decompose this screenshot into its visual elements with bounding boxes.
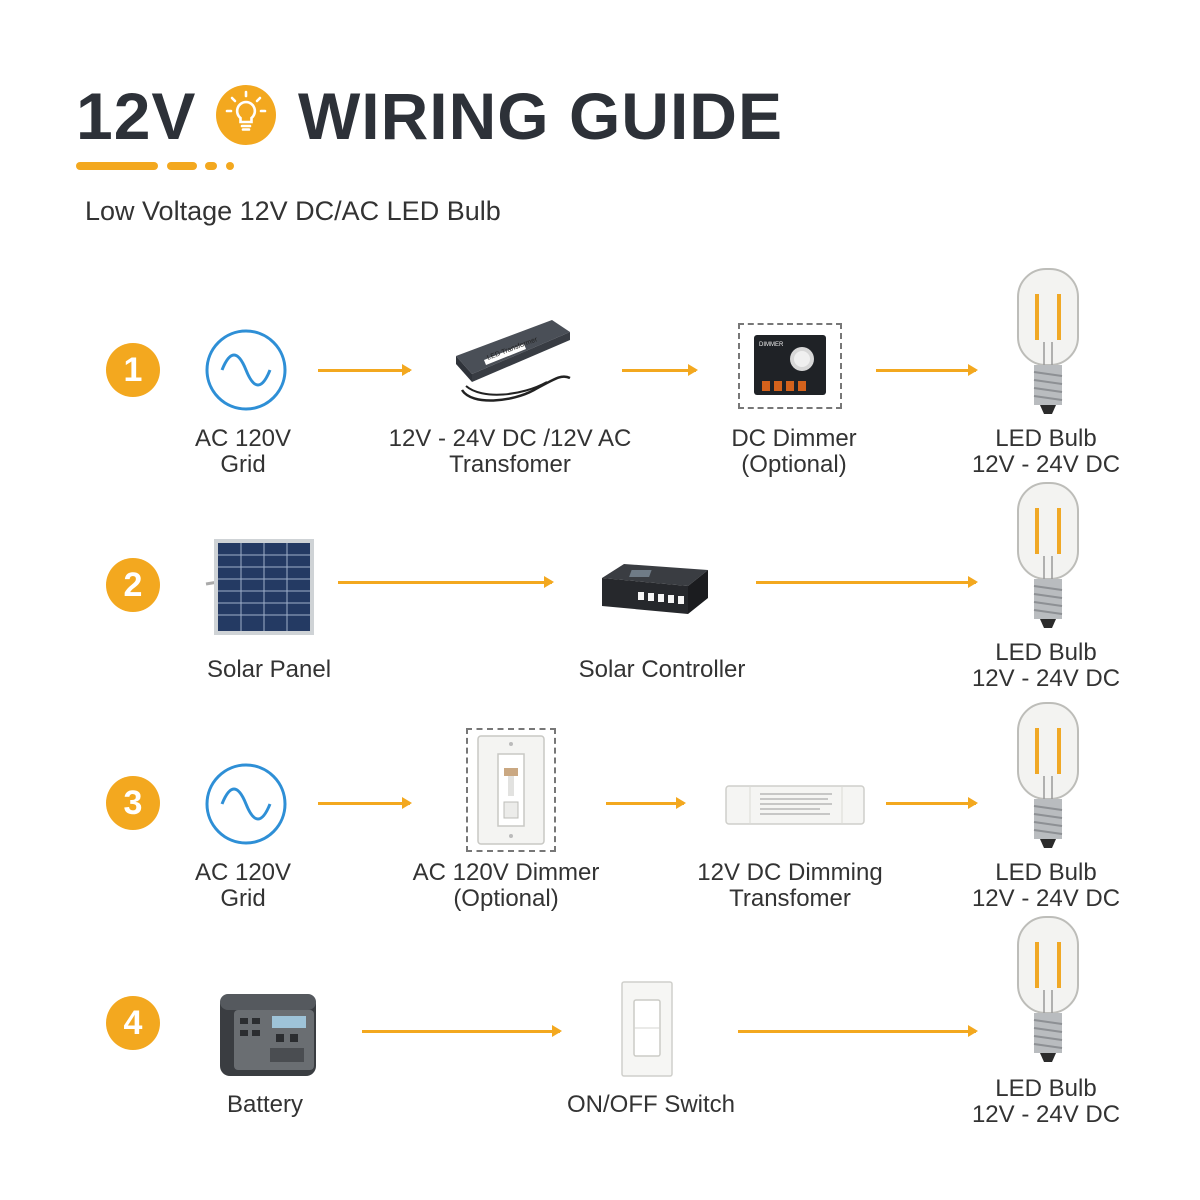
flow-arrow: [606, 797, 686, 809]
title-underline-dot: [226, 162, 234, 170]
dc-dimmer-icon: DIMMER: [754, 335, 826, 395]
flow-arrow: [738, 1025, 978, 1037]
step-number-2: 2: [106, 558, 160, 612]
label-solar-controller: Solar Controller: [578, 656, 746, 683]
flow-arrow: [318, 364, 412, 376]
flow-arrow: [362, 1025, 562, 1037]
label-dc-dimmer: DC Dimmer(Optional): [731, 425, 857, 478]
led-bulb-icon: [1017, 702, 1079, 848]
led-bulb-icon: [1017, 268, 1079, 414]
label-ac-dimmer: AC 120V Dimmer(Optional): [412, 859, 600, 912]
ac-dimmer-icon: [477, 735, 545, 845]
solar-panel-icon: [205, 539, 314, 635]
led-bulb-icon: [1017, 916, 1079, 1062]
title-underline-short: [205, 162, 217, 170]
battery-icon: [220, 994, 316, 1076]
ac-sine-icon: [205, 763, 287, 845]
lightbulb-icon: [216, 85, 276, 145]
flow-arrow: [756, 576, 978, 588]
title-underline-long: [76, 162, 158, 170]
step-number-1: 1: [106, 343, 160, 397]
ac-sine-icon: [205, 329, 287, 411]
label-battery: Battery: [226, 1091, 304, 1118]
title-wiring-guide: WIRING GUIDE: [298, 79, 783, 153]
flow-arrow: [622, 364, 698, 376]
dimmer-label: DIMMER: [759, 342, 784, 348]
dimming-transformer-icon: [725, 785, 865, 825]
step-number-4: 4: [106, 996, 160, 1050]
label-switch: ON/OFF Switch: [566, 1091, 736, 1118]
flow-arrow: [876, 364, 978, 376]
led-bulb-icon: [1017, 482, 1079, 628]
title-underline-dash: [167, 162, 197, 170]
flow-arrow: [886, 797, 978, 809]
optional-dc-dimmer-box: DIMMER: [738, 323, 842, 409]
led-transformer-icon: LED Transformer: [456, 320, 571, 402]
title-12v: 12V: [76, 79, 197, 153]
flow-arrow: [318, 797, 412, 809]
solar-controller-icon: [602, 564, 708, 614]
flow-arrow: [338, 576, 554, 588]
step-number-3: 3: [106, 776, 160, 830]
subtitle: Low Voltage 12V DC/AC LED Bulb: [85, 196, 501, 226]
switch-icon: [621, 981, 673, 1077]
label-solar-panel: Solar Panel: [206, 656, 332, 683]
optional-ac-dimmer-box: [466, 728, 556, 852]
